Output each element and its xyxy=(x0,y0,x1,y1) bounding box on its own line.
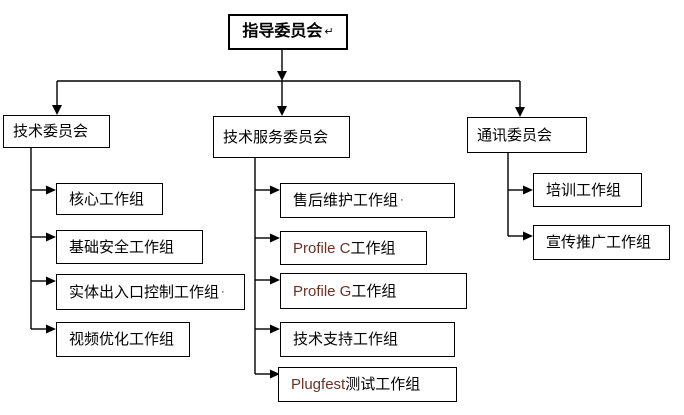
steering-committee-box: 指导委员会↵ xyxy=(228,14,348,50)
work-group-label: 培训工作组 xyxy=(546,181,622,199)
communication-committee-box: 通讯委员会 xyxy=(467,117,587,153)
work-group-label-latin: Plugfest xyxy=(291,376,346,393)
work-group-box-core: 核心工作组 xyxy=(56,183,163,215)
work-group-label-latin: Profile C xyxy=(293,239,351,257)
work-group-box-training: 培训工作组 xyxy=(533,173,642,207)
work-group-label-latin: Profile G xyxy=(293,282,352,300)
work-group-box-video-optimization: 视频优化工作组 xyxy=(56,322,190,357)
steering-committee-label: 指导委员会 xyxy=(242,23,323,40)
work-group-label: 基础安全工作组 xyxy=(69,238,175,256)
work-group-box-tech-support: 技术支持工作组 xyxy=(280,322,455,357)
work-group-label: 测试工作组 xyxy=(345,376,421,393)
work-group-label: 宣传推广工作组 xyxy=(546,234,652,251)
work-group-box-promotion: 宣传推广工作组 xyxy=(533,225,670,260)
work-group-box-entrance-control: 实体出入口控制工作组· xyxy=(56,274,245,310)
work-group-label: 核心工作组 xyxy=(69,190,145,208)
arrowheads xyxy=(46,71,533,379)
formatting-mark: · xyxy=(400,194,404,206)
line-break-mark: ↵ xyxy=(324,25,334,38)
work-group-label: 工作组 xyxy=(350,239,396,257)
work-group-label: 视频优化工作组 xyxy=(69,331,175,348)
formatting-mark: · xyxy=(221,285,225,298)
work-group-box-basic-security: 基础安全工作组 xyxy=(56,230,203,264)
work-group-label: 实体出入口控制工作组 xyxy=(69,283,220,301)
tech-committee-label: 技术委员会 xyxy=(13,123,89,140)
tech-service-committee-label: 技术服务委员会 xyxy=(223,128,329,146)
work-group-label: 售后维护工作组 xyxy=(293,192,399,209)
work-group-box-profile-c: Profile C 工作组 xyxy=(280,231,427,265)
work-group-label: 工作组 xyxy=(351,282,397,300)
communication-committee-label: 通讯委员会 xyxy=(477,126,553,144)
work-group-box-after-sales: 售后维护工作组· xyxy=(280,183,455,218)
work-group-box-plugfest-testing: Plugfest 测试工作组 xyxy=(278,367,457,402)
work-group-label: 技术支持工作组 xyxy=(293,331,399,348)
tech-committee-box: 技术委员会 xyxy=(3,115,110,148)
work-group-box-profile-g: Profile G 工作组 xyxy=(280,273,467,309)
tech-service-committee-box: 技术服务委员会 xyxy=(213,116,350,158)
